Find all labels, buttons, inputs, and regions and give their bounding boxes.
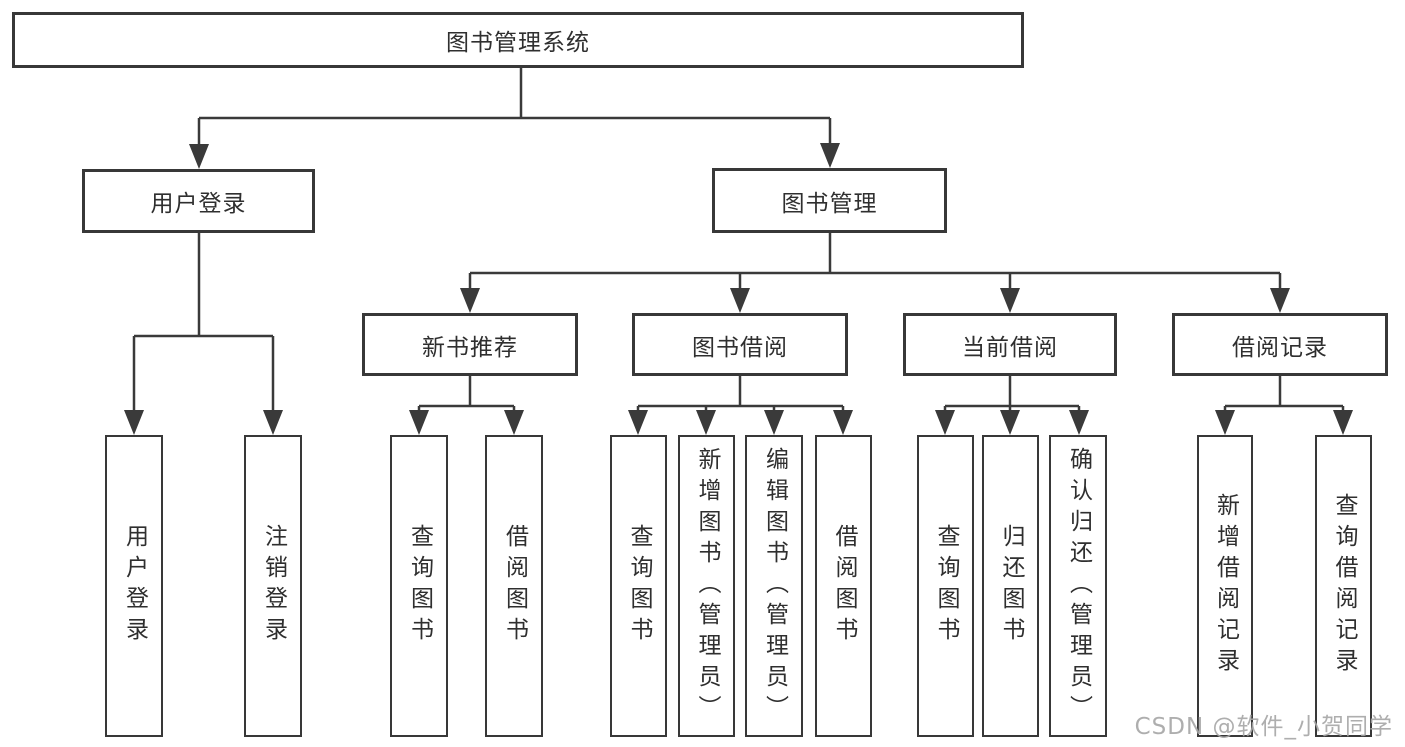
node-new-book-recommend: 新书推荐 (362, 313, 578, 376)
node-user-login-module: 用户登录 (82, 169, 315, 233)
node-library-system: 图书管理系统 (12, 12, 1024, 68)
node-book-management: 图书管理 (712, 168, 947, 233)
node-book-borrow: 图书借阅 (632, 313, 848, 376)
node-edit-book-admin: 编辑图书（管理员） (745, 435, 803, 737)
node-borrow-books-1: 借阅图书 (485, 435, 543, 737)
node-return-books: 归还图书 (982, 435, 1039, 737)
node-query-books-1: 查询图书 (390, 435, 448, 737)
node-borrow-books-2: 借阅图书 (815, 435, 872, 737)
node-user-login: 用户登录 (105, 435, 163, 737)
node-query-books-2: 查询图书 (610, 435, 667, 737)
node-logout: 注销登录 (244, 435, 302, 737)
node-query-borrow-record: 查询借阅记录 (1315, 435, 1372, 737)
node-add-book-admin: 新增图书（管理员） (678, 435, 735, 737)
node-add-borrow-record: 新增借阅记录 (1197, 435, 1253, 737)
node-current-borrow: 当前借阅 (903, 313, 1117, 376)
node-query-books-3: 查询图书 (917, 435, 974, 737)
node-borrow-records: 借阅记录 (1172, 313, 1388, 376)
node-confirm-return-admin: 确认归还（管理员） (1049, 435, 1107, 737)
